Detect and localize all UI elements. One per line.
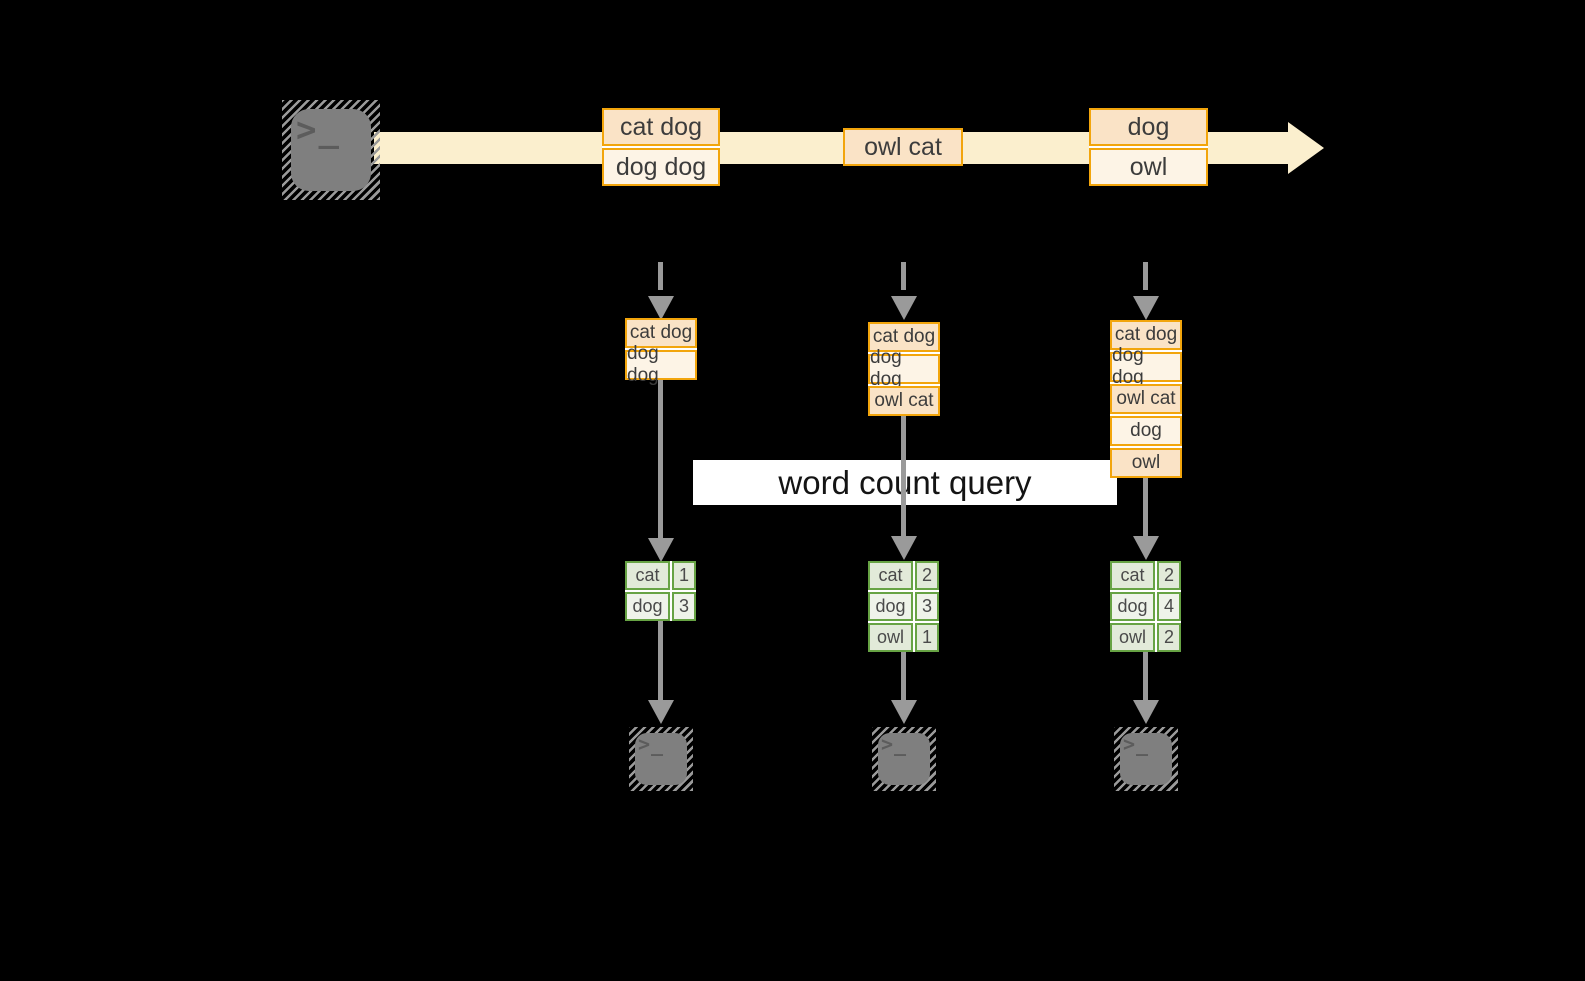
buffer-record: dog dog xyxy=(625,343,697,386)
output-arrow xyxy=(658,621,663,700)
count-cell: 2 xyxy=(1157,623,1181,652)
word-cell: dog xyxy=(1110,592,1155,621)
buffer-record: owl cat xyxy=(1110,384,1182,414)
batch-dispatch-arrow xyxy=(658,262,663,290)
buffer-record: owl xyxy=(1110,448,1182,478)
source-terminal-icon: >_ xyxy=(282,100,380,200)
word-cell: owl xyxy=(868,623,913,652)
query-arrow xyxy=(1143,478,1148,536)
buffer-record: cat dog xyxy=(1110,320,1182,350)
output-arrow xyxy=(1143,652,1148,700)
output-arrowhead-icon xyxy=(648,700,674,724)
output-arrowhead-icon xyxy=(1133,700,1159,724)
batch-dispatch-arrowhead-icon xyxy=(891,296,917,320)
count-cell: 2 xyxy=(915,561,939,590)
stream-record: owl cat xyxy=(843,128,963,166)
stream-record: dog dog xyxy=(602,148,720,186)
batch-dispatch-arrow xyxy=(901,262,906,290)
word-cell: dog xyxy=(625,592,670,621)
word-cell: owl xyxy=(1110,623,1155,652)
word-count-table: cat 2 dog 3 owl 1 xyxy=(868,561,939,652)
stream-batch: cat dog dog dog xyxy=(602,108,720,186)
output-terminal-icon: >_ xyxy=(872,727,936,791)
stream-record: dog xyxy=(1089,108,1208,146)
count-cell: 2 xyxy=(1157,561,1181,590)
count-cell: 3 xyxy=(672,592,696,621)
terminal-screen xyxy=(635,733,687,785)
batch-buffer: cat dog dog dog xyxy=(625,318,697,386)
terminal-prompt-icon: >_ xyxy=(638,732,665,756)
batch-buffer: cat dog dog dog owl cat xyxy=(868,322,940,416)
buffer-record: owl cat xyxy=(868,386,940,416)
output-arrow xyxy=(901,652,906,700)
terminal-screen xyxy=(1120,733,1172,785)
word-cell: cat xyxy=(625,561,670,590)
word-count-table: cat 1 dog 3 xyxy=(625,561,696,621)
query-arrow xyxy=(658,380,663,538)
stream-record: cat dog xyxy=(602,108,720,146)
count-cell: 1 xyxy=(915,623,939,652)
batch-dispatch-arrow xyxy=(1143,262,1148,290)
output-arrowhead-icon xyxy=(891,700,917,724)
query-arrowhead-icon xyxy=(891,536,917,560)
word-cell: cat xyxy=(868,561,913,590)
count-cell: 1 xyxy=(672,561,696,590)
terminal-prompt-icon: >_ xyxy=(881,732,908,756)
output-terminal-icon: >_ xyxy=(629,727,693,791)
query-arrow xyxy=(901,416,906,536)
stream-batch: owl cat xyxy=(843,128,963,166)
stream-batch: dog owl xyxy=(1089,108,1208,186)
output-terminal-icon: >_ xyxy=(1114,727,1178,791)
buffer-record: cat dog xyxy=(625,318,697,348)
query-arrowhead-icon xyxy=(648,538,674,562)
buffer-record: cat dog xyxy=(868,322,940,352)
stream-arrowhead-icon xyxy=(1288,122,1324,174)
batch-buffer: cat dog dog dog owl cat dog owl xyxy=(1110,320,1182,478)
batch-dispatch-arrowhead-icon xyxy=(1133,296,1159,320)
buffer-record: dog xyxy=(1110,416,1182,446)
query-arrowhead-icon xyxy=(1133,536,1159,560)
buffer-record: dog dog xyxy=(1110,345,1182,388)
word-cell: dog xyxy=(868,592,913,621)
terminal-screen xyxy=(291,109,371,191)
stream-record: owl xyxy=(1089,148,1208,186)
count-cell: 4 xyxy=(1157,592,1181,621)
count-cell: 3 xyxy=(915,592,939,621)
terminal-screen xyxy=(878,733,930,785)
buffer-record: dog dog xyxy=(868,347,940,390)
word-cell: cat xyxy=(1110,561,1155,590)
terminal-prompt-icon: >_ xyxy=(1123,732,1150,756)
word-count-table: cat 2 dog 4 owl 2 xyxy=(1110,561,1181,652)
terminal-prompt-icon: >_ xyxy=(296,110,341,150)
batch-dispatch-arrowhead-icon xyxy=(648,296,674,320)
